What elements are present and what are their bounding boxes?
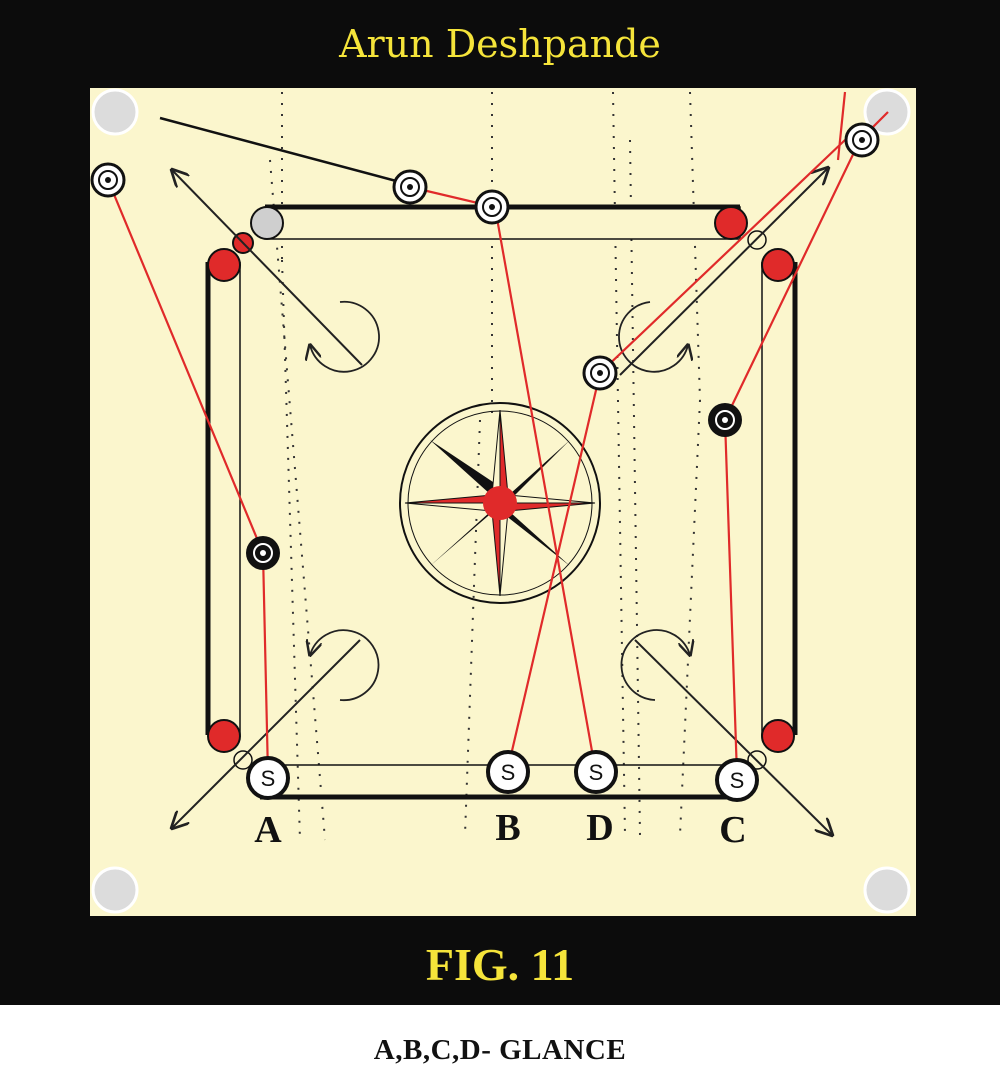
- label-b: B: [495, 807, 520, 849]
- coin-icon: [474, 189, 510, 225]
- dotted-guides: [269, 91, 701, 841]
- pocket-icon: [91, 866, 139, 914]
- striker-symbol: S: [589, 760, 604, 785]
- figure-caption: A,B,C,D- GLANCE: [373, 1034, 627, 1066]
- queen-icon: [483, 486, 517, 520]
- striker-icon: S: [574, 750, 618, 794]
- coin-icon: [90, 162, 126, 198]
- figure-number: FIG. 11: [425, 939, 575, 990]
- striker-symbol: S: [261, 766, 276, 791]
- pocket-icon: [91, 88, 139, 136]
- striker-icon: S: [246, 756, 290, 800]
- coins: [90, 122, 880, 570]
- label-a: A: [254, 809, 282, 851]
- pocket-icon: [863, 866, 911, 914]
- position-labels: A B D C: [254, 807, 746, 851]
- coin-icon: [708, 403, 742, 437]
- carrom-board-diagram: S S S S A B D C: [90, 88, 916, 916]
- striker-icon: S: [486, 750, 530, 794]
- pockets: [91, 88, 911, 914]
- author-title: Arun Deshpande: [339, 22, 661, 66]
- striker-symbol: S: [730, 768, 745, 793]
- label-d: D: [586, 807, 613, 849]
- striker-symbol: S: [501, 760, 516, 785]
- coin-icon: [844, 122, 880, 158]
- path-line: [159, 116, 401, 184]
- coin-icon: [246, 536, 280, 570]
- base-circles: [207, 206, 795, 753]
- curved-arrow-icon: [310, 300, 690, 702]
- striker-icon: S: [715, 758, 759, 802]
- label-c: C: [719, 809, 746, 851]
- strikers: S S S S: [246, 750, 759, 802]
- coin-icon: [582, 355, 618, 391]
- coin-icon: [392, 169, 428, 205]
